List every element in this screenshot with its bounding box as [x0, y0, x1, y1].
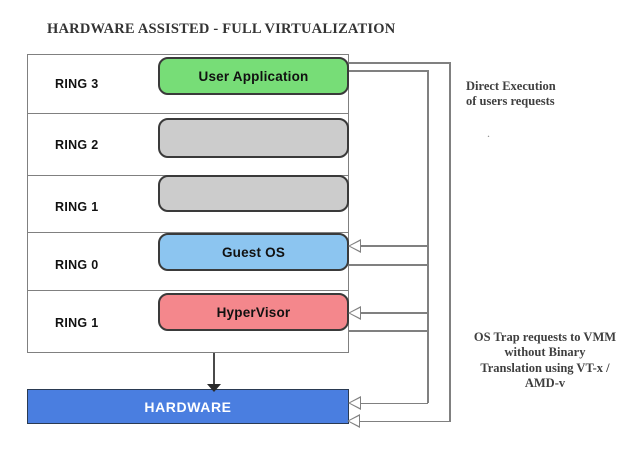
ring-label-1b: RING 1 [55, 316, 99, 330]
annotation-direct-execution-line1: Direct Execution [466, 79, 556, 93]
box-ring2-empty[interactable] [158, 118, 349, 158]
box-hypervisor[interactable]: HyperVisor [158, 293, 349, 331]
annotation-direct-execution-line2: of users requests [466, 94, 555, 109]
connector-userapp-inner-horizontal [349, 70, 428, 72]
connector-hypervisor-arrow-horizontal [360, 312, 428, 314]
page-title: HARDWARE ASSISTED - FULL VIRTUALIZATION [47, 21, 396, 37]
ring-row [28, 233, 348, 291]
ring-row [28, 55, 348, 114]
box-guest-os[interactable]: Guest OS [158, 233, 349, 271]
ring-label-2: RING 2 [55, 138, 99, 152]
connector-userapp-inner-vertical [427, 70, 429, 403]
annotation-direct-execution: Direct Execution of users requests [466, 79, 556, 110]
hardware-connector-arrowhead-icon [207, 384, 221, 392]
ring-row [28, 176, 348, 233]
box-hardware[interactable]: HARDWARE [27, 389, 349, 424]
connector-guestos-arrow-horizontal [360, 245, 428, 247]
hardware-connector-line [213, 353, 215, 386]
connector-userapp-outer-horizontal [349, 62, 451, 64]
connector-hypervisor-arrowhead-icon [348, 305, 361, 320]
box-user-application[interactable]: User Application [158, 57, 349, 95]
connector-hardware-arrowhead-lower-icon [347, 414, 360, 428]
annotation-os-trap-line3: Translation using VT-x / [480, 360, 610, 375]
annotation-os-trap-line2: without Binary [504, 345, 586, 360]
connector-hardware-arrowhead-upper-icon [348, 396, 361, 410]
connector-userapp-outer-vertical [449, 62, 451, 422]
connector-hardware-inner-bottom [360, 402, 428, 405]
connector-hypervisor-out-horizontal [349, 330, 428, 332]
ring-label-3: RING 3 [55, 77, 99, 91]
annotation-os-trap-line4: AMD-v [524, 375, 566, 390]
connector-guestos-arrowhead-icon [348, 238, 361, 253]
annotation-os-trap: OS Trap requests to VMM without Binary T… [459, 330, 631, 391]
ring-label-0: RING 0 [55, 258, 99, 272]
connector-guestos-out-horizontal [349, 264, 428, 266]
box-ring1-empty[interactable] [158, 175, 349, 212]
ring-label-1: RING 1 [55, 200, 99, 214]
connector-userapp-outer-bottom [360, 420, 450, 423]
annotation-direct-execution-marker: . [487, 126, 490, 140]
annotation-os-trap-line1: OS Trap requests to VMM [473, 330, 617, 344]
